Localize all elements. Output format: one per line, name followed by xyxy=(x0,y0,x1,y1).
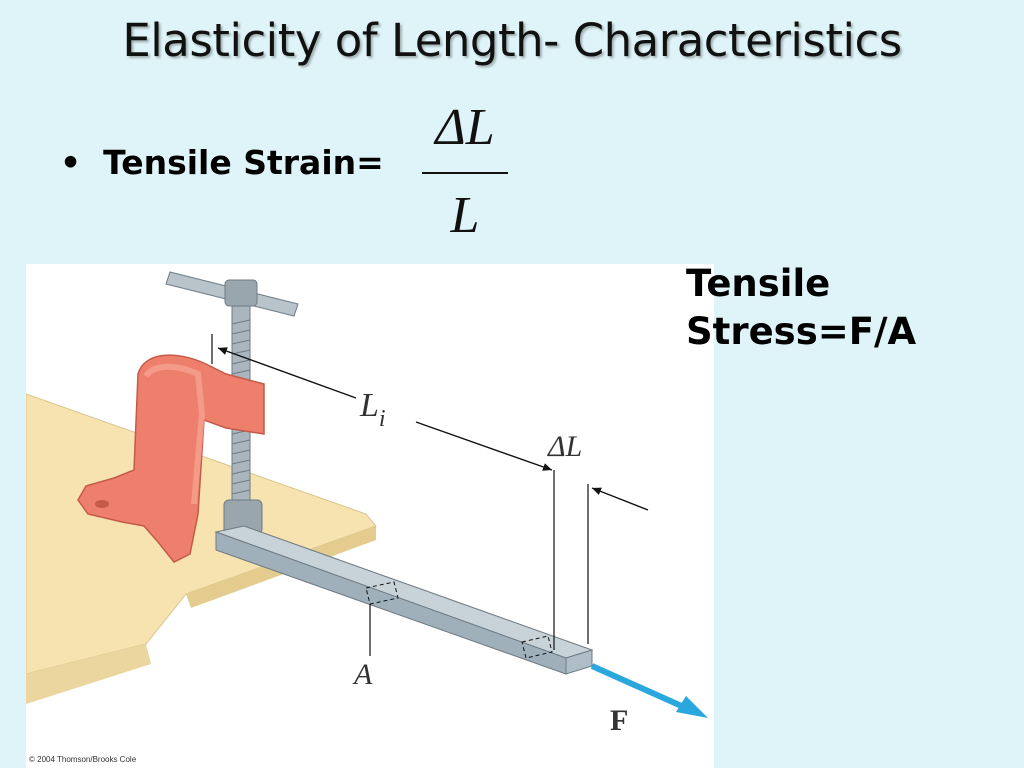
force-arrowhead xyxy=(676,696,708,718)
clamp-hole xyxy=(95,500,109,508)
clamp-highlight xyxy=(143,363,206,505)
tensile-stress-text: Tensile Stress=F/A xyxy=(686,260,986,356)
delta-length-label: ΔL xyxy=(547,430,582,463)
metal-bar-top xyxy=(214,525,594,659)
fraction-denominator: L xyxy=(450,187,480,244)
delta-arrow xyxy=(591,487,649,511)
slide-title: Elasticity of Length- Characteristics xyxy=(122,14,902,67)
length-label: Li xyxy=(359,387,386,432)
cross-section-marks xyxy=(365,581,553,659)
tensile-strain-label: Tensile Strain= xyxy=(103,143,384,182)
stress-line-2: Stress=F/A xyxy=(686,310,917,353)
figure-drawing: Li ΔL A F xyxy=(26,271,708,737)
length-dimension-left xyxy=(217,347,357,399)
tensile-strain-bullet: • Tensile Strain= xyxy=(60,143,384,182)
force-label: F xyxy=(610,704,628,737)
stress-line-1: Tensile xyxy=(686,262,831,305)
fraction-bar xyxy=(422,172,508,174)
length-dimension-right xyxy=(415,421,553,471)
table-underside xyxy=(26,644,151,704)
force-arrow-shaft xyxy=(590,663,688,711)
metal-bar-side xyxy=(215,531,567,675)
bullet-marker: • xyxy=(60,143,82,182)
strain-fraction: ΔL L xyxy=(410,98,520,248)
c-clamp xyxy=(77,354,265,563)
copyright-notice: © 2004 Thomson/Brooks Cole xyxy=(29,755,137,764)
fraction-numerator: ΔL xyxy=(435,99,495,156)
clamp-bar-figure: Li ΔL A F © 2004 Thomson/Brooks Cole xyxy=(26,264,714,768)
handle-hub xyxy=(224,279,258,307)
area-label: A xyxy=(352,658,373,691)
